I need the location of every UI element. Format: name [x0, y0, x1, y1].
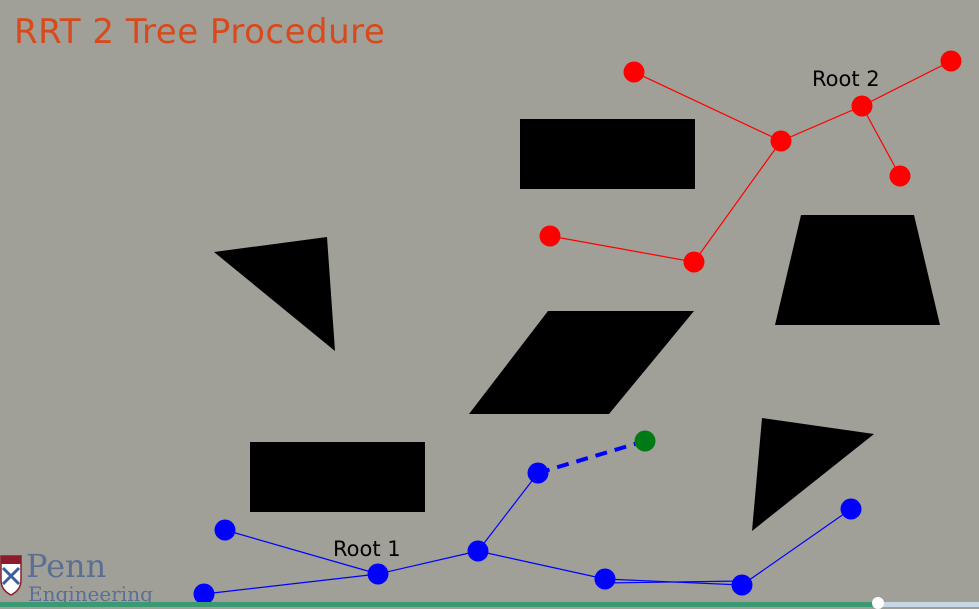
penn-engineering-logo: Penn Engineering — [0, 547, 153, 606]
tree-1-edges — [203, 472, 852, 595]
tree-1-root-node — [367, 563, 389, 585]
tree-1: Root 1 — [193, 430, 862, 605]
tree-2-node — [940, 50, 962, 72]
penn-shield-icon — [0, 555, 22, 596]
tree-1-node — [594, 568, 616, 590]
tree-1-edge — [604, 580, 743, 584]
tree-1-nodes — [193, 462, 862, 605]
tree-2-edge — [549, 235, 695, 263]
tree-2: Root 2 — [539, 50, 962, 273]
root-1-label: Root 1 — [333, 537, 401, 561]
tree-1-edge — [203, 573, 379, 595]
slide-title: RRT 2 Tree Procedure — [14, 12, 386, 52]
tree-2-edge — [693, 140, 782, 263]
tree-1-node — [214, 519, 236, 541]
obstacle-rect-bottom — [250, 442, 425, 512]
tree-2-edges — [549, 60, 952, 263]
tree-1-extension-edge — [537, 439, 646, 475]
obstacle-rect-top — [520, 119, 695, 189]
tree-2-node — [770, 130, 792, 152]
video-progress-fill — [0, 602, 879, 607]
tree-2-edge — [633, 71, 782, 142]
tree-2-node — [889, 165, 911, 187]
tree-1-edge — [377, 550, 479, 575]
tree-2-edge — [780, 105, 863, 142]
new-sample-node — [634, 430, 656, 452]
obstacle-trapezoid — [775, 215, 940, 325]
tree-1-edge — [741, 508, 852, 586]
tree-2-node — [623, 61, 645, 83]
tree-1-edge — [477, 472, 539, 552]
tree-1-node — [840, 498, 862, 520]
tree-2-node — [683, 251, 705, 273]
logo-penn-text: Penn — [26, 547, 107, 585]
root-2-label: Root 2 — [812, 67, 880, 91]
video-progress-handle[interactable] — [872, 597, 885, 609]
tree-1-node — [731, 574, 753, 596]
tree-2-node — [539, 225, 561, 247]
tree-1-node — [467, 540, 489, 562]
tree-1-edge — [224, 529, 379, 575]
obstacle-triangle-left — [214, 237, 335, 351]
tree-2-nodes — [539, 50, 962, 273]
obstacles — [214, 119, 940, 531]
tree-2-root-node — [851, 95, 873, 117]
obstacle-parallelogram — [469, 311, 694, 414]
tree-1-node — [527, 462, 549, 484]
tree-1-node — [193, 583, 215, 605]
tree-1-edge — [477, 550, 606, 580]
tree-2-edge — [861, 105, 901, 177]
video-progress-track[interactable] — [0, 602, 979, 607]
obstacle-triangle-right — [752, 418, 874, 531]
tree-2-edge — [861, 60, 952, 107]
